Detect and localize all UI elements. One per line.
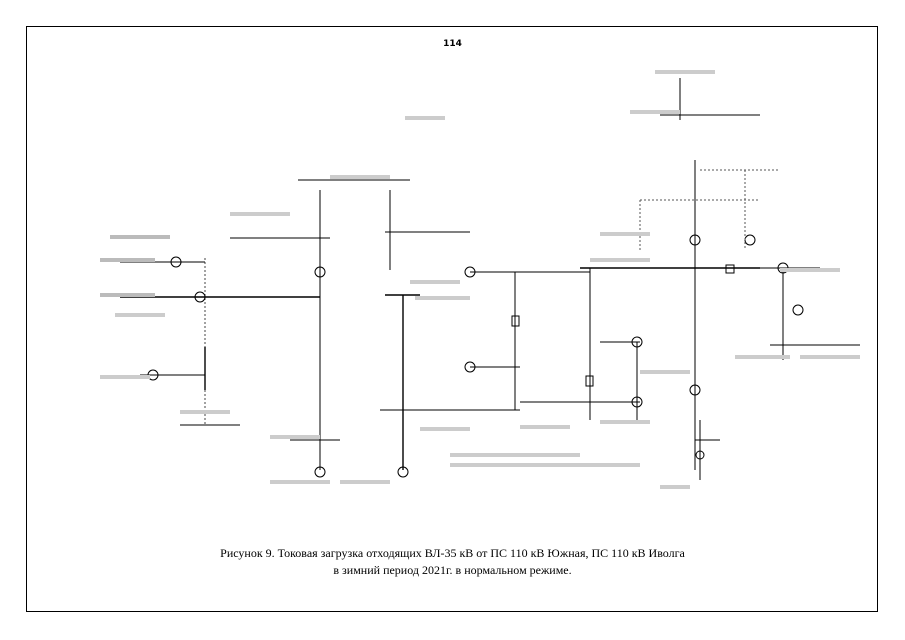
transformer-right-2 — [689, 384, 701, 396]
transformer-bottom-right — [695, 450, 705, 460]
transformer-center-right-2 — [464, 361, 476, 373]
breaker-right — [725, 264, 735, 274]
transformer-center-right-1 — [464, 266, 476, 278]
transformer-center-bottom — [397, 466, 409, 478]
transformer-mid-left-bottom — [314, 466, 326, 478]
figure-caption-line2: в зимний период 2021г. в нормальном режи… — [333, 563, 572, 577]
transformer-left-2 — [194, 291, 206, 303]
breaker-590 — [585, 375, 594, 387]
breaker-515 — [511, 315, 520, 327]
transformer-right-far-2 — [792, 304, 804, 316]
transformer-right-far-1 — [744, 234, 756, 246]
transformer-left-1 — [170, 256, 182, 268]
faint-annotations — [100, 70, 860, 489]
page-number: 114 — [443, 39, 462, 49]
figure-caption-line1: Рисунок 9. Токовая загрузка отходящих ВЛ… — [220, 546, 685, 560]
page-frame — [26, 26, 878, 612]
transformer-mid-left-top — [314, 266, 326, 278]
transformer-right-1 — [689, 234, 701, 246]
